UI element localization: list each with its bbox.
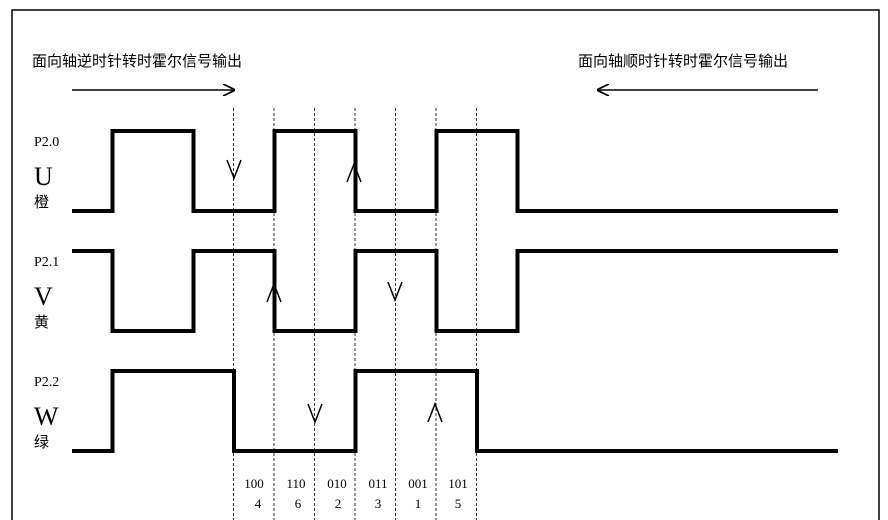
edge-arrow-up-icon xyxy=(427,401,443,423)
title-cw: 面向轴顺时针转时霍尔信号输出 xyxy=(578,52,788,70)
edge-arrow-down-icon xyxy=(226,159,242,181)
color-label-u: 橙 xyxy=(34,193,49,211)
state-code: 001 xyxy=(408,476,428,491)
pin-label-v: P2.1 xyxy=(34,255,59,270)
diagram-frame xyxy=(11,9,880,520)
state-codes: 100 4 110 6 010 2 011 3 001 1 101 5 xyxy=(244,476,468,511)
color-label-w: 绿 xyxy=(34,433,49,451)
pin-label-w: P2.2 xyxy=(34,375,59,390)
edge-arrow-down-icon xyxy=(387,281,403,303)
pin-label-u: P2.0 xyxy=(34,135,59,150)
state-num: 5 xyxy=(455,496,462,511)
color-label-v: 黄 xyxy=(34,313,49,331)
waveform-u xyxy=(72,129,838,213)
state-num: 4 xyxy=(255,496,262,511)
phase-label-w: W xyxy=(34,402,59,431)
edge-arrow-up-icon xyxy=(266,281,282,303)
state-num: 2 xyxy=(335,496,342,511)
state-num: 1 xyxy=(415,496,422,511)
state-code: 010 xyxy=(327,476,347,491)
state-code: 100 xyxy=(244,476,264,491)
waveform-v xyxy=(72,249,838,333)
title-ccw: 面向轴逆时针转时霍尔信号输出 xyxy=(32,52,242,70)
phase-label-u: U xyxy=(34,162,53,191)
phase-label-v: V xyxy=(34,282,53,311)
waveform-w xyxy=(72,369,838,453)
edge-arrow-down-icon xyxy=(307,403,323,425)
state-code: 011 xyxy=(368,476,387,491)
state-code: 101 xyxy=(448,476,468,491)
state-code: 110 xyxy=(286,476,305,491)
edge-arrows xyxy=(226,159,443,425)
state-num: 3 xyxy=(375,496,382,511)
state-num: 6 xyxy=(295,496,302,511)
edge-arrow-up-icon xyxy=(346,161,362,183)
